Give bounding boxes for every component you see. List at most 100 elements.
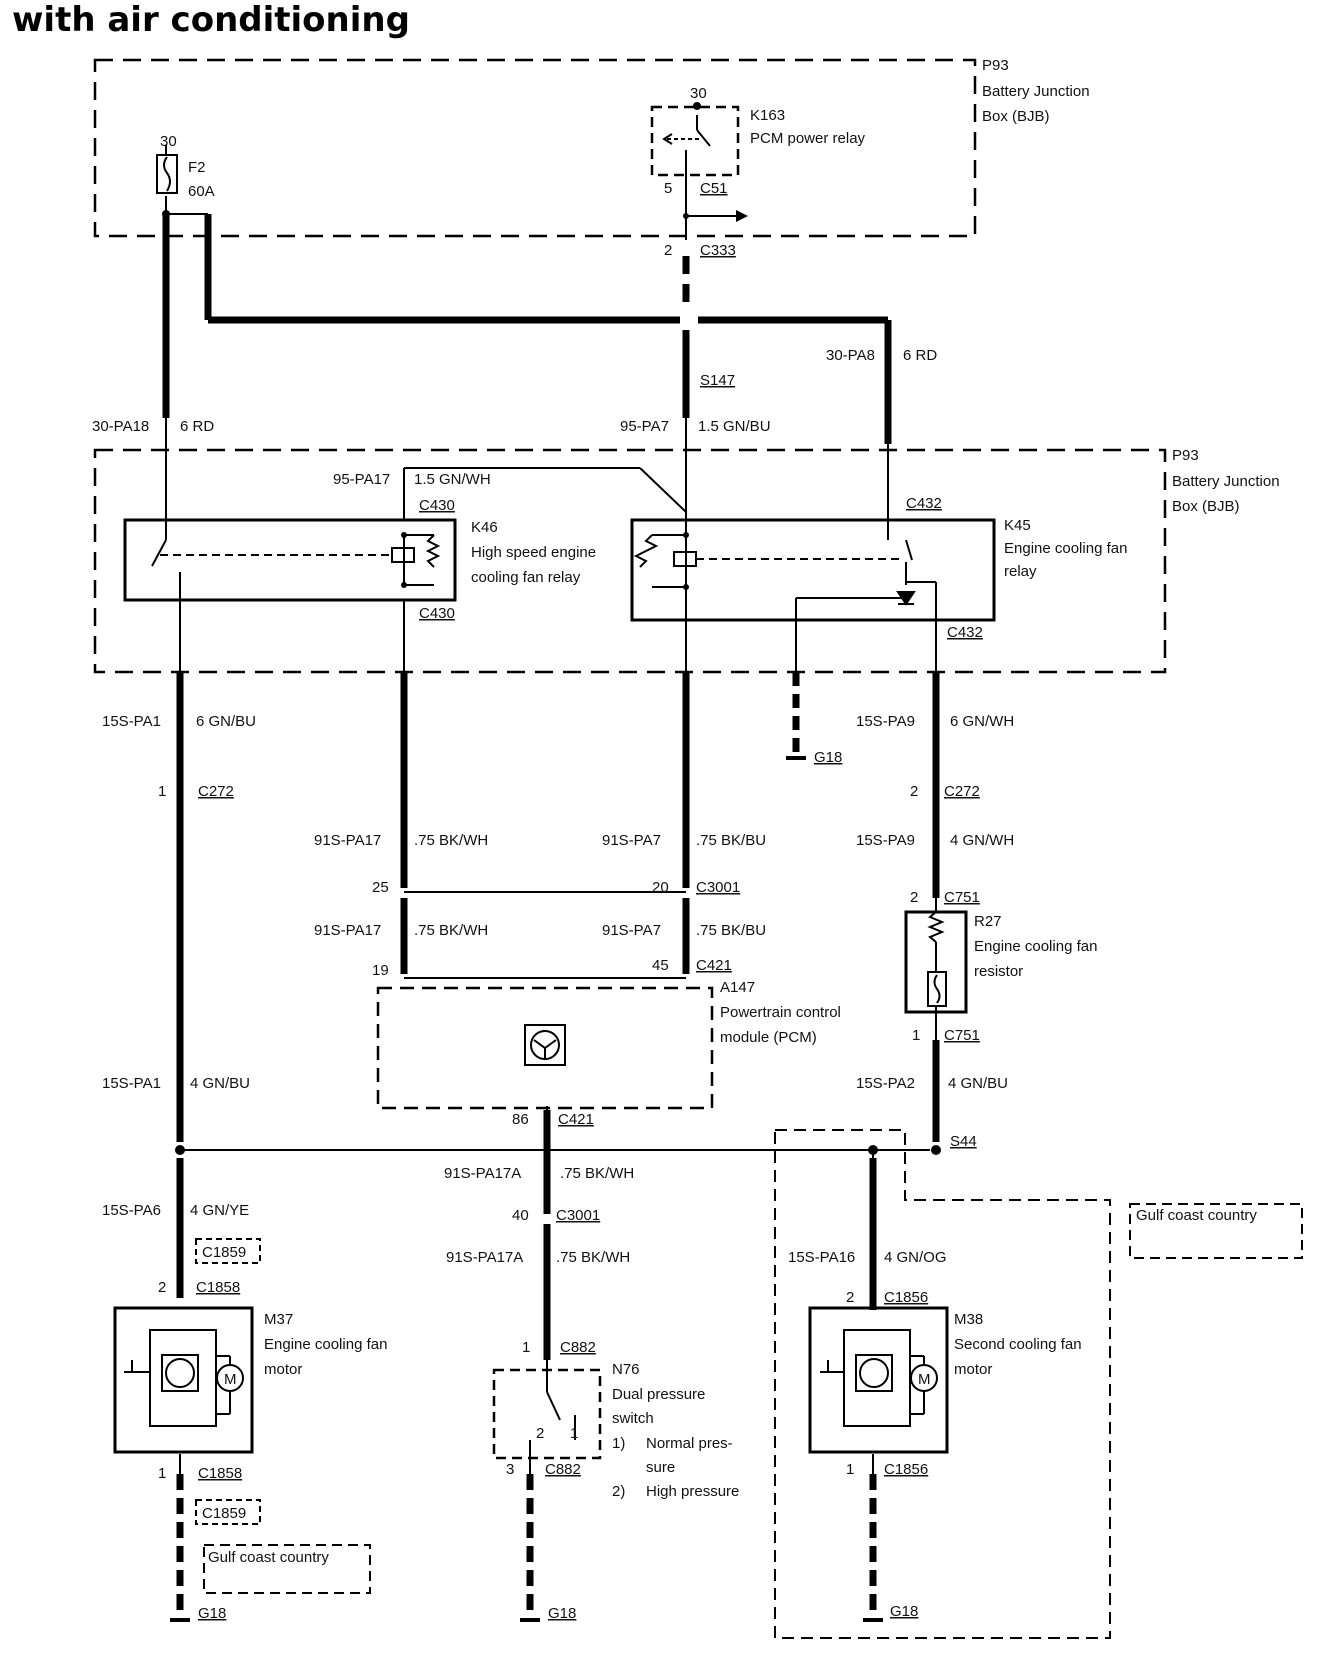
wire-15spa2-spec: 4 GN/BU <box>948 1075 1008 1092</box>
wire-91spa17-a-spec: .75 BK/WH <box>414 832 488 849</box>
wire-15spa1-b-spec: 4 GN/BU <box>190 1075 250 1092</box>
n76-note1-b: sure <box>646 1459 675 1476</box>
k163-box <box>650 105 740 177</box>
gulf-left-box <box>203 1544 371 1594</box>
k45-relay-internals <box>633 520 937 620</box>
wire-15spa6-spec: 4 GN/YE <box>190 1202 249 1219</box>
connector-c1858-bottom: C1858 <box>198 1465 242 1482</box>
wire-91spa7-a-spec: .75 BK/BU <box>696 832 766 849</box>
k46-relay-internals <box>151 520 441 600</box>
m37-id: M37 <box>264 1311 293 1328</box>
gulf-left-label: Gulf coast country <box>208 1549 329 1566</box>
wire-30pa18-circuit: 30-PA18 <box>92 418 149 435</box>
gulf-right-box <box>1129 1203 1303 1259</box>
connector-c751-bottom: C751 <box>944 1027 980 1044</box>
m38-motor-symbol: M <box>918 1371 931 1388</box>
connector-c751-top: C751 <box>944 889 980 906</box>
ground-g18-mid: G18 <box>814 749 842 766</box>
wire-15spa1-spec: 6 GN/BU <box>196 713 256 730</box>
connector-c1856-top: C1856 <box>884 1289 928 1306</box>
wire-91spa17a-b-spec: .75 BK/WH <box>556 1249 630 1266</box>
c3001-top-pin-left: 25 <box>372 879 389 896</box>
k46-line1: High speed engine <box>471 544 596 561</box>
c1858-top-pin: 2 <box>158 1279 166 1296</box>
k163-pin-bottom: 5 <box>664 180 672 197</box>
connector-c882-bottom: C882 <box>545 1461 581 1478</box>
wire-91spa17-b-spec: .75 BK/WH <box>414 922 488 939</box>
ground-g18-center: G18 <box>548 1605 576 1622</box>
c272-right-pin: 2 <box>910 783 918 800</box>
m37-line1: Engine cooling fan <box>264 1336 387 1353</box>
bjb-mid-name1: Battery Junction <box>1172 473 1280 490</box>
m37-motor-symbol: M <box>224 1371 237 1388</box>
k46-conn-bottom: C430 <box>419 605 455 622</box>
bjb-top-box <box>93 58 977 238</box>
gulf-region-outline <box>774 1129 1111 1639</box>
bjb-top-name2: Box (BJB) <box>982 108 1050 125</box>
n76-note2-num: 2) <box>612 1483 625 1500</box>
k45-conn-bottom: C432 <box>947 624 983 641</box>
ground-g18-right: G18 <box>890 1603 918 1620</box>
connector-c272-left: C272 <box>198 783 234 800</box>
wire-91spa17a-b-circuit: 91S-PA17A <box>446 1249 523 1266</box>
wire-95pa7-spec: 1.5 GN/BU <box>698 418 771 435</box>
bjb-mid-id: P93 <box>1172 447 1199 464</box>
k45-line1: Engine cooling fan <box>1004 540 1127 557</box>
ground-symbols <box>170 756 883 1622</box>
k163-symbol <box>662 115 711 175</box>
r27-line1: Engine cooling fan <box>974 938 1097 955</box>
wire-15spa1-circuit: 15S-PA1 <box>102 713 161 730</box>
n76-id: N76 <box>612 1361 640 1378</box>
wire-15spa2-circuit: 15S-PA2 <box>856 1075 915 1092</box>
splice-s147: S147 <box>700 372 735 389</box>
connector-c1856-bottom: C1856 <box>884 1461 928 1478</box>
c333-pin: 2 <box>664 242 672 259</box>
wire-91spa17a-a-circuit: 91S-PA17A <box>444 1165 521 1182</box>
r27-internals <box>927 898 947 1012</box>
connector-c1859-top: C1859 <box>202 1244 246 1261</box>
r27-id: R27 <box>974 913 1002 930</box>
a147-line1: Powertrain control <box>720 1004 841 1021</box>
m37-line2: motor <box>264 1361 302 1378</box>
k46-conn-top: C430 <box>419 497 455 514</box>
c1856-top-pin: 2 <box>846 1289 854 1306</box>
wire-91spa7-b-circuit: 91S-PA7 <box>602 922 661 939</box>
wire-15spa6-circuit: 15S-PA6 <box>102 1202 161 1219</box>
k163-id: K163 <box>750 107 785 124</box>
connector-c1858-top: C1858 <box>196 1279 240 1296</box>
r27-line2: resistor <box>974 963 1023 980</box>
c1858-bottom-pin: 1 <box>158 1465 166 1482</box>
fuse-element <box>163 156 171 192</box>
wire-15spa9-b-circuit: 15S-PA9 <box>856 832 915 849</box>
k45-id: K45 <box>1004 517 1031 534</box>
a147-id: A147 <box>720 979 755 996</box>
bjb-top-id: P93 <box>982 57 1009 74</box>
wire-91spa7-a-circuit: 91S-PA7 <box>602 832 661 849</box>
connector-c421-bottom: C421 <box>558 1111 594 1128</box>
c3001-bottom-pin: 40 <box>512 1207 529 1224</box>
wire-91spa7-b-spec: .75 BK/BU <box>696 922 766 939</box>
wire-30pa8-circuit: 30-PA8 <box>826 347 875 364</box>
k46-id: K46 <box>471 519 498 536</box>
m38-id: M38 <box>954 1311 983 1328</box>
wire-95pa17-circuit: 95-PA17 <box>333 471 390 488</box>
c882-bottom-pin: 3 <box>506 1461 514 1478</box>
m37-box <box>113 1306 254 1454</box>
wire-95pa17-spec: 1.5 GN/WH <box>414 471 491 488</box>
connector-c51: C51 <box>700 180 728 197</box>
connector-c3001-bottom: C3001 <box>556 1207 600 1224</box>
wire-30pa8-spec: 6 RD <box>903 347 937 364</box>
connector-c333: C333 <box>700 242 736 259</box>
k46-line2: cooling fan relay <box>471 569 581 586</box>
pcm-symbol <box>524 1024 566 1066</box>
wire-15spa1-b-circuit: 15S-PA1 <box>102 1075 161 1092</box>
c1856-bottom-pin: 1 <box>846 1461 854 1478</box>
c3001-top-pin-right: 20 <box>652 879 669 896</box>
connector-c421-top: C421 <box>696 957 732 974</box>
c751-bottom-pin: 1 <box>912 1027 920 1044</box>
fuse-rating: 60A <box>188 183 215 200</box>
n76-pin-b: 1 <box>570 1425 578 1442</box>
m38-line2: motor <box>954 1361 992 1378</box>
wire-15spa16-spec: 4 GN/OG <box>884 1249 947 1266</box>
